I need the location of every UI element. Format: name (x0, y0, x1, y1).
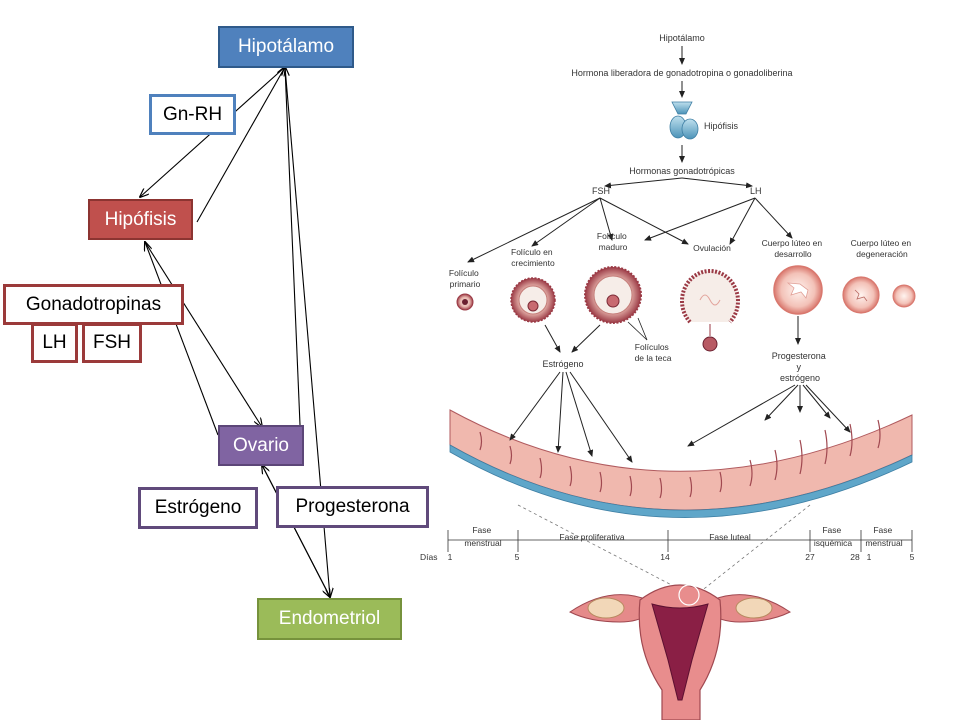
fsh-box: FSH (82, 323, 142, 363)
fig-progesterona-estrogeno: Progesterona y estrógeno (772, 351, 829, 383)
mature-follicle-image (584, 266, 642, 324)
fig-foliculo-maduro: Folículo maduro (597, 231, 629, 252)
fig-hormonas-gonadotropicas: Hormonas gonadotrópicas (629, 166, 735, 176)
arrow-ovario-to-hipotalamo (285, 67, 301, 426)
lh-branches (644, 197, 793, 245)
uterus-image (569, 584, 791, 720)
day-tick-4: 27 (805, 552, 815, 562)
pituitary-icon (669, 101, 699, 140)
phase-luteal: Fase luteal (709, 532, 751, 542)
endometrio-label: Endometriol (278, 608, 381, 629)
phase-menstrual-1: Fase menstrual (464, 525, 501, 548)
fig-hipotalamo: Hipotálamo (659, 33, 705, 43)
fig-foliculos-teca: Folículos de la teca (635, 342, 672, 363)
gonadotropinas-label: Gonadotropinas (25, 293, 162, 315)
fsh-label: FSH (93, 332, 131, 353)
fig-ovulacion: Ovulación (693, 243, 731, 253)
fig-cuerpo-luteo-desarrollo: Cuerpo lúteo en desarrollo (762, 238, 825, 259)
gnrh-label: Gn-RH (162, 103, 223, 125)
phase-proliferativa: Fase proliferativa (559, 532, 624, 542)
ovario-label: Ovario (233, 434, 289, 456)
hipotalamo-label: Hipotálamo (237, 36, 335, 57)
fsh-branches (467, 197, 689, 263)
day-tick-6: 1 (867, 552, 872, 562)
estrogeno-label: Estrógeno (154, 497, 242, 518)
progesterona-label: Progesterona (295, 496, 410, 517)
endometrio-box: Endometriol (257, 598, 402, 640)
fig-foliculo-crecimiento: Folículo en crecimiento (511, 247, 555, 268)
day-tick-2: 5 (515, 552, 520, 562)
fig-estrogeno: Estrógeno (542, 359, 583, 369)
arrow-hipofisis-to-hipotalamo (196, 67, 285, 223)
fig-dias: Días (420, 552, 437, 562)
ovulation-image (680, 269, 740, 352)
corpus-luteum-developing-image (773, 265, 823, 315)
day-tick-1: 1 (448, 552, 453, 562)
fig-hipofisis: Hipófisis (704, 121, 739, 131)
gonadotropinas-box: Gonadotropinas (3, 284, 184, 325)
fig-lh: LH (750, 186, 762, 196)
flow-arrows (0, 0, 440, 720)
arrow-ovario-to-hipofisis (145, 242, 219, 436)
lh-label: LH (42, 332, 67, 353)
phase-timeline (447, 530, 913, 552)
hipotalamo-box: Hipotálamo (218, 26, 354, 68)
progesterona-box: Progesterona (276, 486, 429, 528)
day-tick-5: 28 (850, 552, 860, 562)
growing-follicle-image (510, 277, 556, 323)
ovario-box: Ovario (218, 425, 304, 466)
fig-fsh: FSH (592, 186, 610, 196)
estrogeno-box: Estrógeno (138, 487, 258, 529)
corpus-luteum-degenerating-image (842, 276, 916, 314)
arrow-endometrio-to-ovario (262, 465, 331, 598)
fig-foliculo-primario: Folículo primario (449, 268, 481, 289)
hipofisis-label: Hipófisis (104, 208, 177, 230)
phase-isquemica: Fase isquémica (814, 525, 853, 548)
primary-follicle-image (456, 293, 474, 311)
phase-menstrual-2: Fase menstrual (865, 525, 902, 548)
fig-cuerpo-luteo-degeneracion: Cuerpo lúteo en degeneración (851, 238, 914, 259)
arrow-hipofisis-to-ovario (144, 241, 262, 427)
day-tick-7: 5 (910, 552, 915, 562)
endometrium-band (449, 409, 913, 519)
hipofisis-box: Hipófisis (88, 199, 193, 240)
lh-box: LH (31, 323, 78, 363)
fig-hormona-liberadora: Hormona liberadora de gonadotropina o go… (571, 68, 792, 78)
day-tick-3: 14 (660, 552, 670, 562)
menstrual-cycle-illustration: Hipotálamo Hormona liberadora de gonadot… (420, 33, 916, 720)
gnrh-box: Gn-RH (149, 94, 236, 135)
